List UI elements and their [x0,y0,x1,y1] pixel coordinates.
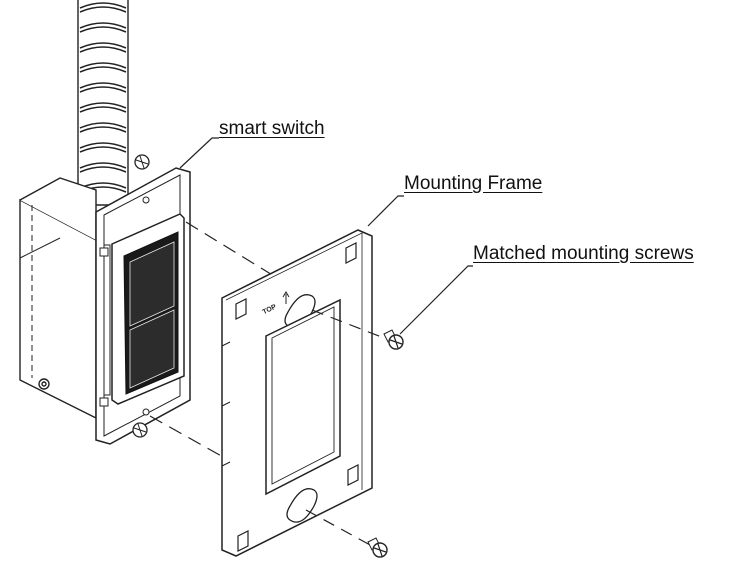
mounting-frame: TOP [221,229,373,557]
screw-alignment-lines [305,309,385,547]
leader-lines [179,137,473,335]
smart-switch-label: smart switch [219,118,325,139]
wall-box [19,177,97,420]
flexible-conduit [77,0,129,206]
mounting-frame-label: Mounting Frame [404,173,543,194]
matched-mounting-screws-label: Matched mounting screws [473,243,694,264]
smart-switch-device [95,154,191,445]
screw-bottom [367,537,388,558]
screw-top [383,329,404,350]
